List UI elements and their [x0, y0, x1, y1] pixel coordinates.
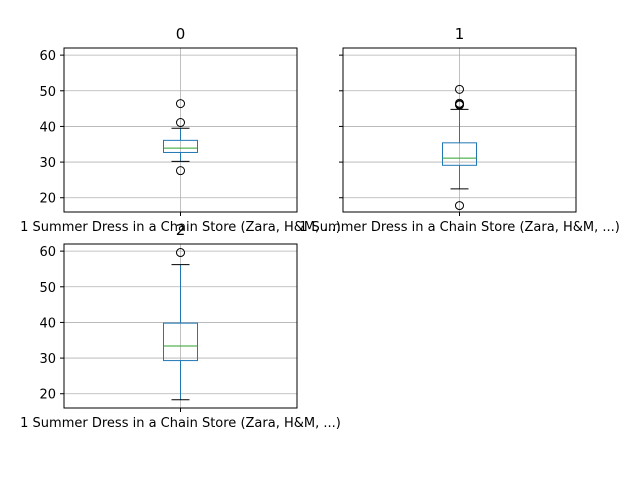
- box-iqr: [163, 322, 198, 362]
- panel-0-marks: [163, 99, 198, 176]
- panel-1-marks: [442, 84, 477, 211]
- panel-1-category-label: 1 Summer Dress in a Chain Store (Zara, H…: [299, 220, 620, 235]
- ytick-label: 20: [39, 388, 56, 403]
- panel-2: 20 30 40 50 60 2 1 Summer Dress in a Chain S…: [20, 221, 341, 431]
- ytick-label: 40: [39, 316, 56, 331]
- panel-2-yticks: 20 30 40 50 60: [39, 245, 64, 403]
- panel-0: 20 30 40 50 60 0 1 Summer Dress in a Chain S…: [20, 25, 341, 235]
- ytick-label: 60: [39, 49, 56, 64]
- outlier-point: [455, 84, 464, 94]
- outlier-point: [455, 100, 464, 110]
- panel-0-title: 0: [176, 25, 186, 43]
- ytick-label: 60: [39, 245, 56, 260]
- box-iqr: [442, 142, 477, 166]
- ytick-label: 50: [39, 281, 56, 296]
- outlier-point: [176, 118, 185, 128]
- panel-0-category-label: 1 Summer Dress in a Chain Store (Zara, H…: [20, 220, 341, 235]
- ytick-label: 30: [39, 352, 56, 367]
- ytick-label: 30: [39, 156, 56, 171]
- panel-2-category-label: 1 Summer Dress in a Chain Store (Zara, H…: [20, 416, 341, 431]
- outlier-point: [455, 201, 464, 211]
- ytick-label: 40: [39, 120, 56, 135]
- panel-0-yticks: 20 30 40 50 60: [39, 49, 64, 207]
- ytick-label: 50: [39, 85, 56, 100]
- box-iqr: [163, 139, 198, 153]
- panel-1-grid: [343, 48, 576, 212]
- panel-1: 1 1 Summer Dress in a Chain Store (Zara,…: [299, 25, 620, 235]
- outlier-point: [176, 248, 185, 258]
- panel-2-title: 2: [176, 221, 186, 239]
- outlier-point: [176, 99, 185, 109]
- panel-1-yticks: [339, 54, 343, 199]
- outlier-point: [176, 166, 185, 176]
- panel-2-marks: [163, 248, 198, 401]
- ytick-label: 20: [39, 192, 56, 207]
- panel-1-title: 1: [455, 25, 465, 43]
